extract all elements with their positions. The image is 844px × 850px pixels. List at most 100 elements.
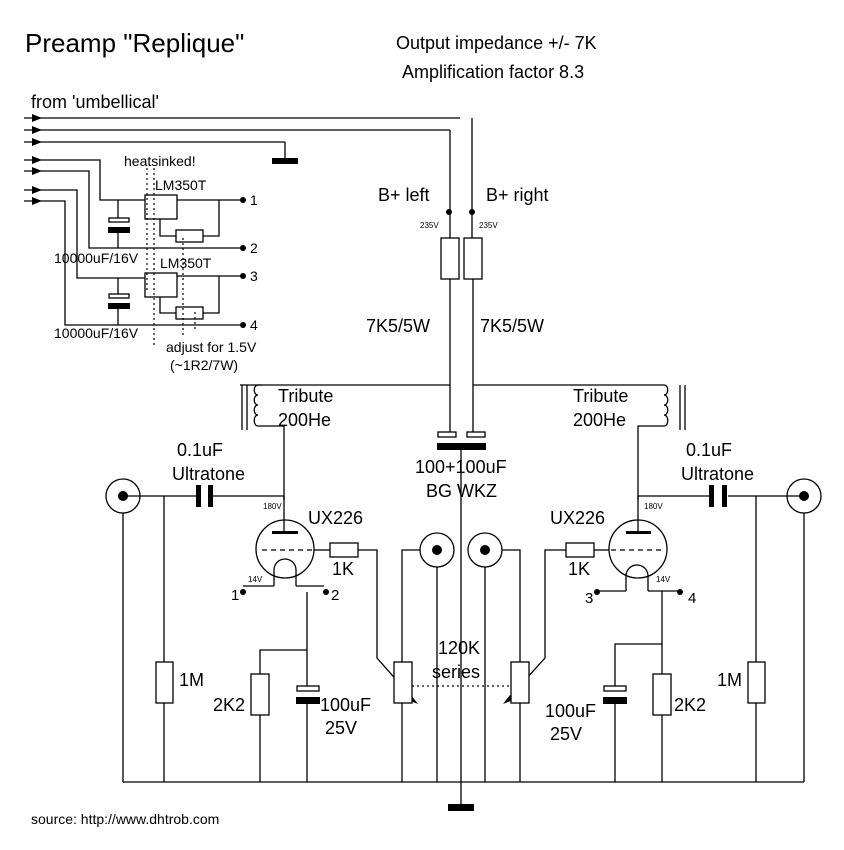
bplus-left-node xyxy=(446,209,452,215)
bplus-right-resistor xyxy=(463,237,483,280)
terminal-1-label: 1 xyxy=(250,192,258,208)
tube-left xyxy=(255,496,315,586)
adjust-resistor-1 xyxy=(175,229,204,243)
umbilical-inputs xyxy=(24,114,460,326)
lm350t-regulator-1 xyxy=(144,194,178,220)
regulator-2-part: LM350T xyxy=(160,255,212,271)
tube-right-label: UX226 xyxy=(550,508,605,528)
cathode-cap-left-voltage: 25V xyxy=(325,718,357,738)
coupling-cap-left-value: 0.1uF xyxy=(177,440,223,460)
bplus-left-resistor xyxy=(440,237,460,280)
filament-pin-3 xyxy=(594,589,600,595)
filament-pin-1-label: 1 xyxy=(231,587,239,604)
filter-cap-plate-right xyxy=(466,431,486,438)
filament-voltage-left: 14V xyxy=(248,575,263,584)
plate-voltage-left: 180V xyxy=(263,502,282,511)
cathode-resistor-left-label: 2K2 xyxy=(213,695,245,715)
input-arrow-icon xyxy=(24,126,450,134)
grid-resistor-left xyxy=(329,542,359,558)
adjust-value: (~1R2/7W) xyxy=(170,357,238,373)
input-arrow-icon xyxy=(24,114,460,122)
amplification-spec: Amplification factor 8.3 xyxy=(402,62,584,82)
umbilical-source-label: from 'umbellical' xyxy=(31,92,159,112)
terminal-2-label: 2 xyxy=(250,240,258,256)
regulator-2-cap-label: 10000uF/16V xyxy=(54,325,139,341)
bplus-left-resistor-label: 7K5/5W xyxy=(366,316,430,336)
filter-cap-common xyxy=(437,443,486,450)
terminal-4-label: 4 xyxy=(250,317,258,333)
bplus-left-label: B+ left xyxy=(378,185,430,205)
ground-symbol-bottom xyxy=(448,804,474,811)
cathode-cap-left-value: 100uF xyxy=(320,695,371,715)
input-arrow-icon xyxy=(24,186,145,279)
terminal-3 xyxy=(240,273,246,279)
cathode-resistor-right-label: 2K2 xyxy=(674,695,706,715)
volume-pot-right[interactable] xyxy=(510,661,530,704)
left-channel: Tribute 200He 0.1uF Ultratone 180V 14V U… xyxy=(105,384,455,782)
coupling-cap-left xyxy=(196,485,201,507)
filter-cap-type: BG WKZ xyxy=(426,481,497,501)
filament-pin-3-label: 3 xyxy=(585,590,593,607)
lm350t-regulator-2 xyxy=(144,272,178,298)
terminal-2 xyxy=(240,245,246,251)
filament-pin-4 xyxy=(677,589,683,595)
input-arrow-icon xyxy=(24,167,243,249)
output-resistor-left-label: 1M xyxy=(179,670,204,690)
bplus-right-resistor-label: 7K5/5W xyxy=(480,316,544,336)
bplus-supply: B+ left B+ right 235V 235V 7K5/5W 7K5/5W… xyxy=(366,118,549,811)
terminal-3-label: 3 xyxy=(250,268,258,284)
choke-left-name: Tribute xyxy=(278,386,333,406)
cathode-resistor-left xyxy=(250,673,270,716)
choke-left xyxy=(241,384,285,500)
choke-right-value: 200He xyxy=(573,410,626,430)
adjust-note: adjust for 1.5V xyxy=(166,339,257,355)
choke-left-value: 200He xyxy=(278,410,331,430)
terminal-4 xyxy=(240,322,246,328)
coupling-cap-left-type: Ultratone xyxy=(172,464,245,484)
filament-pin-2-label: 2 xyxy=(331,587,339,604)
bplus-right-voltage: 235V xyxy=(479,221,498,230)
regulator-1-cap-label: 10000uF/16V xyxy=(54,250,139,266)
coupling-cap-right-type: Ultratone xyxy=(681,464,754,484)
filament-pin-1 xyxy=(240,589,246,595)
capacitor-plate xyxy=(108,217,130,223)
output-resistor-right xyxy=(747,661,766,704)
choke-right-name: Tribute xyxy=(573,386,628,406)
volume-pot-type: series xyxy=(432,662,480,682)
volume-pot-left[interactable] xyxy=(393,661,413,704)
volume-pot-value: 120K xyxy=(438,638,480,658)
grid-resistor-left-label: 1K xyxy=(332,559,354,579)
bplus-right-label: B+ right xyxy=(486,185,549,205)
filter-cap-plate-left xyxy=(437,431,457,438)
tube-right xyxy=(608,496,668,591)
regulator-1-part: LM350T xyxy=(155,177,207,193)
filament-pin-2 xyxy=(323,589,329,595)
filament-voltage-right: 14V xyxy=(656,575,671,584)
capacitor-plate xyxy=(108,293,130,299)
filament-pin-4-label: 4 xyxy=(688,590,696,607)
output-resistor-right-label: 1M xyxy=(717,670,742,690)
cathode-cap-right-value: 100uF xyxy=(545,701,596,721)
terminal-1 xyxy=(240,197,246,203)
page-title: Preamp "Replique" xyxy=(25,28,244,58)
grid-resistor-right-label: 1K xyxy=(568,559,590,579)
right-channel: Tribute 200He 0.1uF Ultratone 180V 14V U… xyxy=(467,384,822,782)
coupling-cap-right-value: 0.1uF xyxy=(686,440,732,460)
plate-voltage-right: 180V xyxy=(644,502,663,511)
cathode-cap-right xyxy=(603,685,627,692)
bplus-right-node xyxy=(469,209,475,215)
tube-left-label: UX226 xyxy=(308,508,363,528)
input-arrow-icon xyxy=(24,138,285,146)
ground-symbol-top xyxy=(272,142,298,164)
choke-right xyxy=(637,384,686,500)
output-resistor-left xyxy=(155,661,174,704)
regulator-2: LM350T 3 4 10000uF/16V xyxy=(54,255,258,341)
cathode-resistor-right xyxy=(652,673,672,716)
bplus-left-voltage: 235V xyxy=(420,221,439,230)
input-arrow-icon xyxy=(24,156,145,201)
cathode-cap-left xyxy=(296,685,320,692)
cathode-cap-right-voltage: 25V xyxy=(550,724,582,744)
coupling-cap-right xyxy=(709,485,714,507)
source-footer: source: http://www.dhtrob.com xyxy=(31,811,219,827)
